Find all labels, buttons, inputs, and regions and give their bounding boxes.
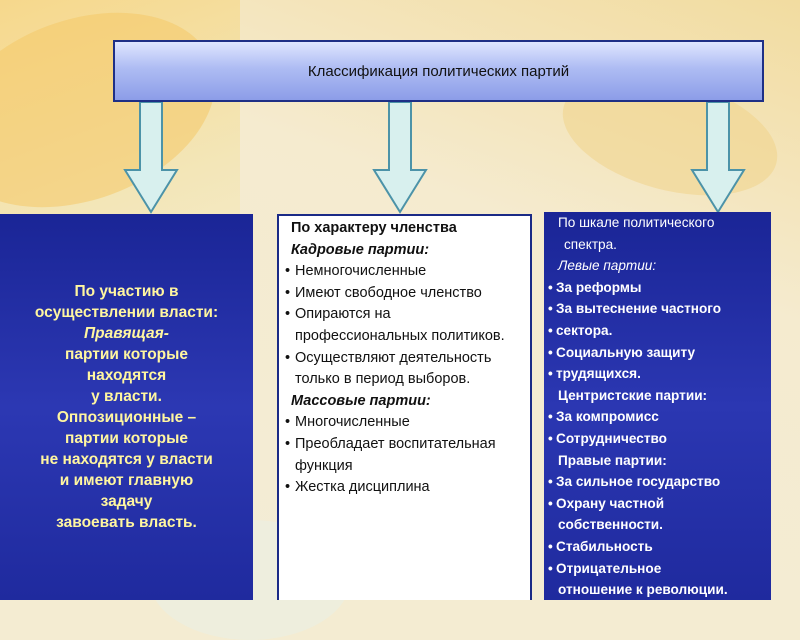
list-item-continuation: собственности. — [558, 517, 663, 533]
box-line: Оппозиционные – — [56, 409, 197, 426]
list-item: Отрицательное — [548, 558, 769, 580]
arrow-down-icon — [372, 102, 428, 214]
participation-box: По участию в осуществлении власти: Правя… — [0, 214, 253, 600]
box-line: Правящая- — [84, 325, 169, 342]
list-item: Имеют свободное членство — [285, 283, 526, 305]
arrow-down-icon — [123, 102, 179, 214]
list-item: За сильное государство — [548, 471, 769, 493]
list-item: Преобладает воспитательная функция — [285, 434, 526, 477]
list-item: За вытеснение частного — [548, 298, 769, 320]
spectrum-box: По шкале политического спектра. Левые па… — [544, 212, 771, 600]
list-item: Осуществляют деятельность только в перио… — [285, 348, 526, 391]
list-item: Охрану частной — [548, 493, 769, 515]
box-line: находятся — [86, 367, 167, 384]
right-parties-title: Правые партии: — [558, 452, 667, 468]
list-item-continuation: отношение к революции. — [558, 582, 728, 598]
list-item: Опираются на профессиональных политиков. — [285, 304, 526, 347]
list-item: Сотрудничество — [548, 428, 769, 450]
spectrum-heading: спектра. — [564, 236, 617, 252]
center-parties-title: Центристские партии: — [558, 387, 708, 403]
box-line: партии которые — [64, 430, 189, 447]
list-item: За компромисс — [548, 406, 769, 428]
box-line: завоевать власть. — [56, 514, 197, 531]
box-line: партии которые — [64, 346, 189, 363]
box-line: задачу — [100, 493, 153, 510]
box-line: осуществлении власти: — [34, 304, 219, 321]
diagram-title: Классификация политических партий — [113, 40, 764, 102]
box-line: не находятся у власти — [40, 451, 213, 468]
diagram-title-text: Классификация политических партий — [307, 62, 570, 80]
list-item: Стабильность — [548, 536, 769, 558]
arrow-down-icon — [690, 102, 746, 214]
cadre-title: Кадровые партии: — [291, 241, 430, 258]
box-line: По участию в — [74, 283, 179, 300]
box-line: у власти. — [91, 388, 162, 405]
list-item: трудящихся. — [548, 363, 769, 385]
list-item: Многочисленные — [285, 412, 526, 434]
list-item: сектора. — [548, 320, 769, 342]
left-parties-title: Левые партии: — [558, 258, 657, 274]
list-item: За реформы — [548, 277, 769, 299]
box-line: и имеют главную — [59, 472, 194, 489]
membership-box: По характеру членства Кадровые партии: Н… — [277, 214, 532, 600]
spectrum-heading: По шкале политического — [558, 215, 715, 230]
list-item: Жестка дисциплина — [285, 477, 526, 499]
list-item: Немногочисленные — [285, 261, 526, 283]
list-item: Социальную защиту — [548, 342, 769, 364]
membership-heading: По характеру членства — [291, 220, 457, 236]
mass-title: Массовые партии: — [291, 392, 431, 409]
